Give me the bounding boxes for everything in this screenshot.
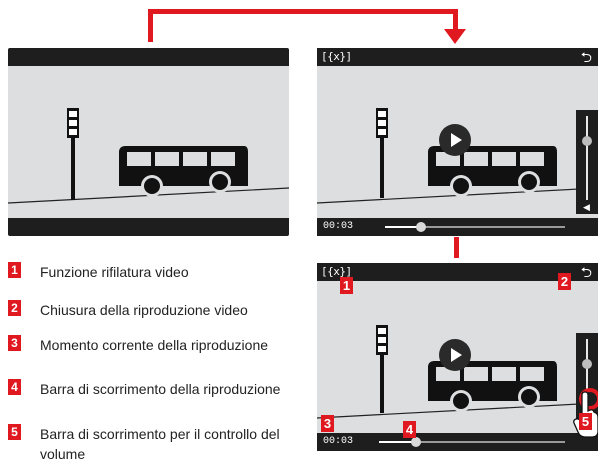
volume-slider[interactable]: ◀: [576, 110, 598, 214]
video-scene: [317, 108, 598, 204]
callout-badge-1: 1: [340, 277, 353, 294]
legend-number: 2: [8, 300, 21, 316]
video-scene: [317, 325, 598, 419]
trim-icon[interactable]: [{x}]: [321, 50, 352, 63]
close-icon[interactable]: ⮌: [580, 49, 592, 65]
bottom-bar: 00:03: [317, 218, 598, 236]
legend-text: Barra di scorrimento della riproduzione: [40, 381, 281, 397]
callout-badge-5: 5: [579, 413, 592, 430]
current-time: 00:03: [323, 436, 354, 447]
current-time: 00:03: [323, 221, 354, 232]
letterbox-top: [8, 48, 289, 66]
bus-icon: [428, 146, 557, 197]
volume-knob[interactable]: [582, 359, 592, 370]
flow-arrow-horizontal: [148, 9, 458, 14]
speaker-icon[interactable]: ◀: [583, 202, 590, 212]
legend-number: 4: [8, 379, 21, 395]
callout-badge-4: 4: [403, 421, 416, 438]
bus-icon: [428, 361, 557, 412]
video-screen-annotated[interactable]: [{x}] ⮌ 00:03: [317, 263, 598, 451]
callout-badge-3: 3: [321, 415, 334, 432]
progress-knob[interactable]: [411, 437, 422, 447]
legend-number: 1: [8, 262, 21, 278]
traffic-light-icon: [376, 325, 388, 413]
top-bar: [{x}] ⮌: [317, 263, 598, 281]
volume-track: [586, 339, 588, 423]
progress-knob[interactable]: [416, 222, 426, 232]
close-icon[interactable]: ⮌: [580, 264, 592, 280]
legend-text: Momento corrente della riproduzione: [40, 337, 269, 353]
traffic-light-icon: [67, 108, 79, 200]
legend-text: Funzione rifilatura video: [40, 264, 189, 280]
flow-arrow-end: [453, 9, 458, 31]
letterbox-bottom: [8, 218, 289, 236]
bus-icon: [119, 146, 248, 197]
progress-slider[interactable]: [379, 437, 565, 447]
flow-arrowhead-icon: [444, 29, 466, 44]
progress-fill: [379, 441, 417, 443]
play-icon[interactable]: [439, 339, 471, 371]
volume-track: [586, 116, 588, 200]
callout-badge-2: 2: [558, 273, 571, 290]
video-scene: [8, 108, 289, 204]
flow-connector: [454, 237, 459, 258]
flow-arrow-start: [148, 9, 153, 42]
progress-slider[interactable]: [385, 222, 565, 232]
volume-knob[interactable]: [582, 136, 592, 147]
bottom-bar: 00:03: [317, 433, 598, 451]
top-bar: [{x}] ⮌: [317, 48, 598, 66]
video-screen-plain[interactable]: [8, 48, 289, 236]
legend-number: 3: [8, 335, 21, 351]
trim-icon[interactable]: [{x}]: [321, 265, 352, 278]
legend-text: Barra di scorrimento per il controllo de…: [40, 426, 280, 462]
legend-number: 5: [8, 424, 21, 440]
progress-fill: [385, 226, 421, 228]
legend-text: Chiusura della riproduzione video: [40, 302, 248, 318]
play-icon[interactable]: [439, 124, 471, 156]
traffic-light-icon: [376, 108, 388, 198]
video-screen-playback[interactable]: [{x}] ⮌ ◀ 00:03: [317, 48, 598, 236]
